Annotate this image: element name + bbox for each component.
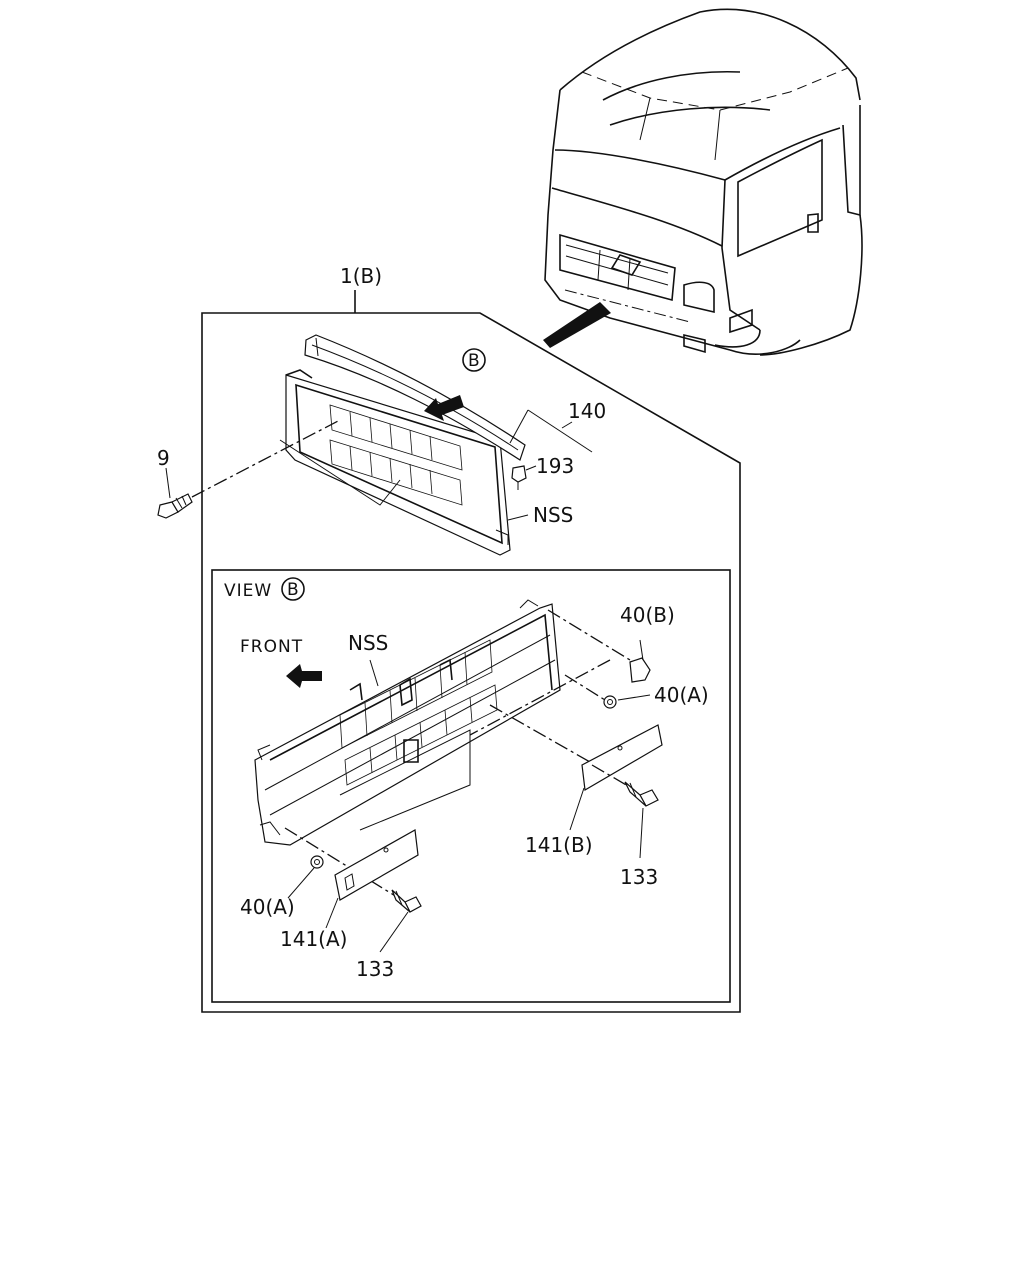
assembly-frame: 1(B) — [201, 264, 741, 1013]
nss-label-top: NSS — [533, 503, 573, 527]
view-marker-box: B — [287, 580, 300, 600]
bolt-right-label: 133 — [620, 865, 658, 889]
view-marker-top: B — [468, 351, 481, 371]
bracket-141b — [581, 724, 663, 791]
pointer-arrow-icon — [543, 302, 611, 348]
grille-assembly: 9 — [157, 334, 527, 556]
front-label: FRONT — [240, 637, 303, 657]
seal-label: 140 — [568, 399, 606, 423]
nut-a-left-label: 40(A) — [240, 895, 295, 919]
seal-callout: 140 — [509, 399, 606, 453]
bracket-a-label: 141(A) — [280, 927, 347, 951]
nss-label-view: NSS — [348, 631, 388, 655]
view-title: VIEW — [224, 581, 272, 601]
nut-b-label: 40(B) — [620, 603, 675, 627]
view-b-box: VIEW B FRONT NSS — [211, 569, 731, 1003]
screw-label: 9 — [157, 446, 170, 470]
bolt-133-right — [624, 781, 659, 807]
bracket-b-label: 141(B) — [525, 833, 593, 857]
bracket-141a — [334, 829, 419, 901]
assembly-label: 1(B) — [340, 264, 382, 288]
truck-cab-illustration — [543, 8, 863, 356]
bolt-left-label: 133 — [356, 957, 394, 981]
front-arrow — [286, 664, 322, 688]
screw-9 — [157, 493, 193, 519]
nut-40a-left — [310, 855, 324, 869]
clip-label: 193 — [536, 454, 574, 478]
nut-40a-right — [603, 694, 651, 709]
direction-arrow-top — [424, 395, 464, 421]
bolt-133-left — [391, 889, 422, 913]
nut-40b — [629, 639, 651, 683]
view-direction: B — [424, 348, 486, 421]
nut-a-right-label: 40(A) — [654, 683, 709, 707]
clip-193 — [511, 465, 527, 490]
grille-rear-view — [254, 599, 561, 846]
